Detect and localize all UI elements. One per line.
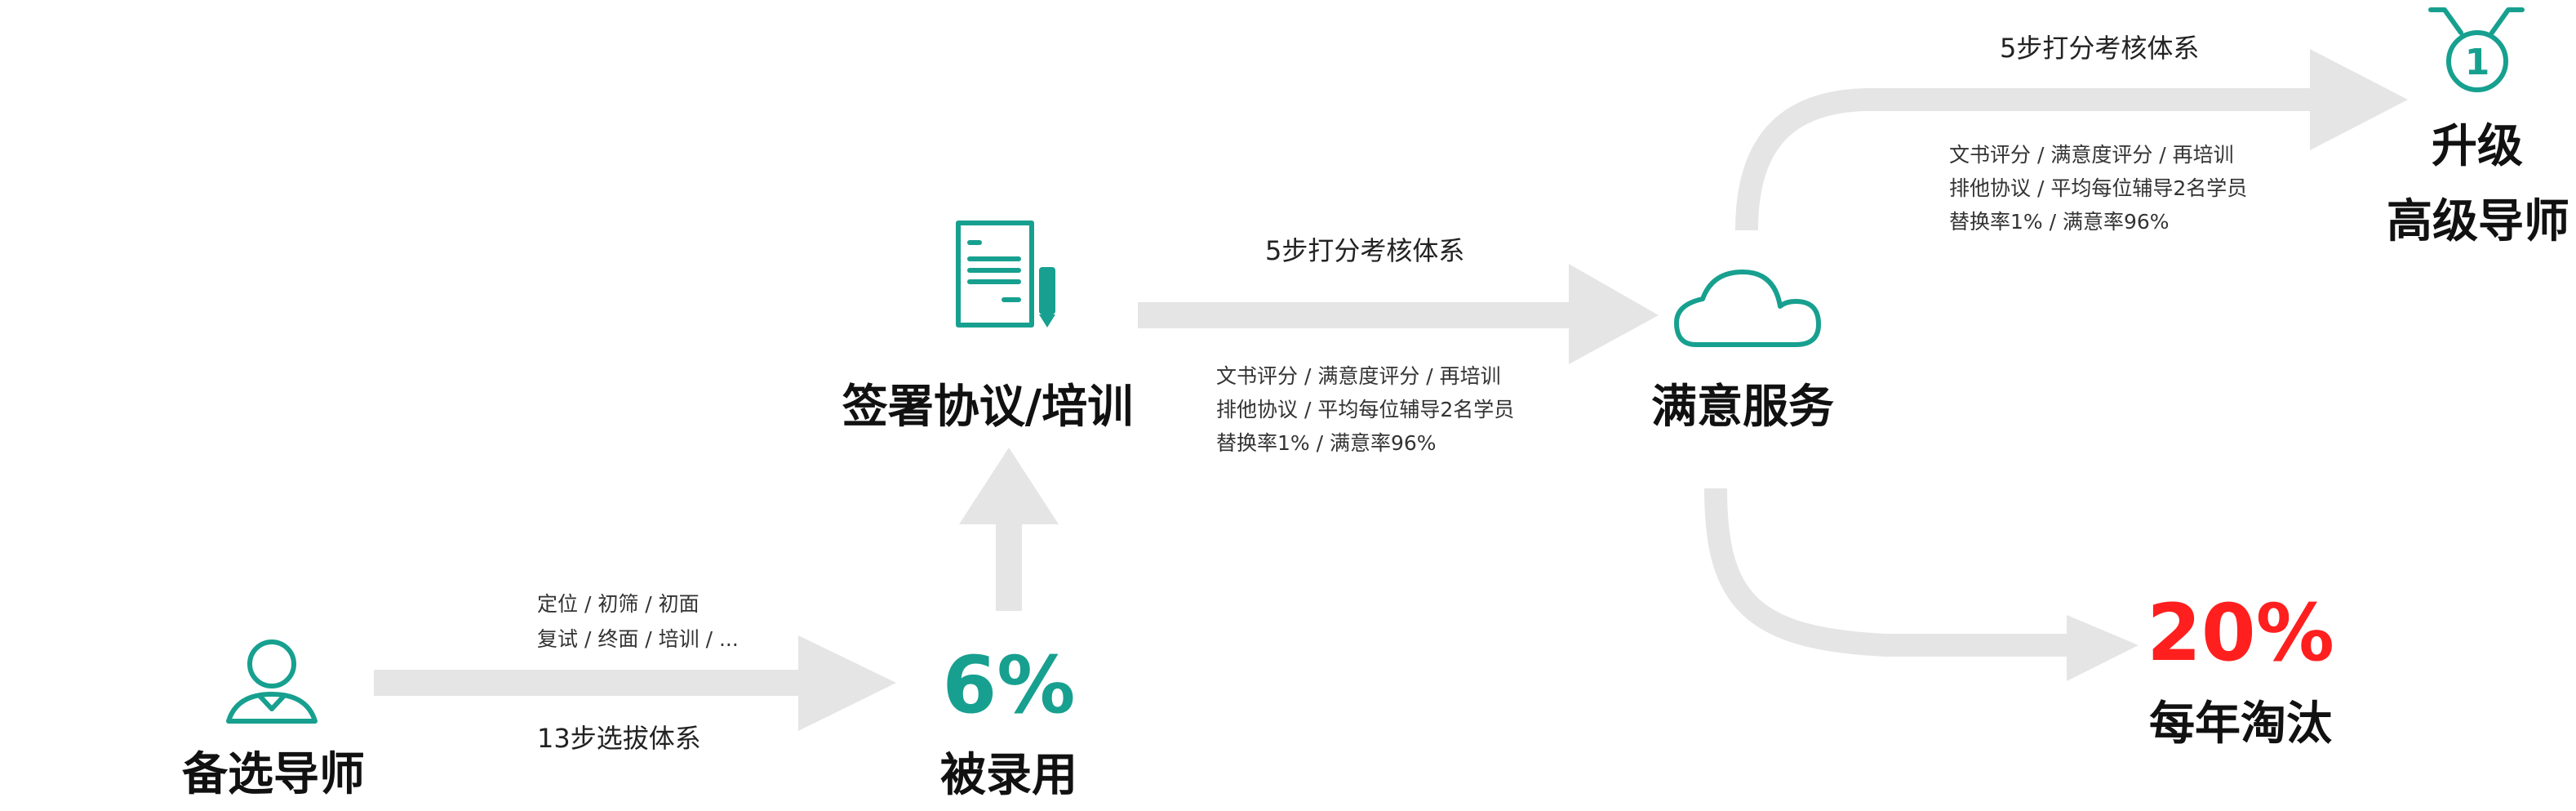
medal-icon: 1: [2428, 7, 2525, 92]
upgrade-detail-line2: 排他协议 / 平均每位辅导2名学员: [1949, 176, 2247, 200]
selection-detail-line1: 定位 / 初筛 / 初面: [537, 592, 700, 616]
hired-percent: 6%: [943, 639, 1076, 731]
candidate-title: 备选导师: [182, 748, 365, 801]
service-detail-line3: 替换率1% / 满意率96%: [1216, 431, 1437, 455]
upgrade-detail-line3: 替换率1% / 满意率96%: [1949, 210, 2170, 234]
up-arrow: [959, 448, 1059, 611]
upgrade-title-line1: 升级: [2432, 120, 2523, 173]
service-step-label: 5步打分考核体系: [1265, 235, 1464, 266]
upgrade-arrow: [1735, 49, 2408, 231]
upgrade-detail-line1: 文书评分 / 满意度评分 / 再培训: [1949, 143, 2234, 167]
service-arrow: [1138, 264, 1659, 364]
hired-title: 被录用: [940, 749, 1077, 802]
upgrade-title-line2: 高级导师: [2387, 195, 2569, 248]
medal-number: 1: [2465, 42, 2490, 83]
upgrade-step-label: 5步打分考核体系: [2000, 33, 2199, 64]
training-title: 签署协议/培训: [842, 381, 1133, 434]
selection-arrow: [374, 635, 896, 731]
service-title: 满意服务: [1651, 381, 1834, 434]
service-detail-line2: 排他协议 / 平均每位辅导2名学员: [1216, 398, 1514, 421]
cloud-icon: [1674, 270, 1821, 347]
eliminate-title: 每年淘汰: [2149, 697, 2332, 751]
eliminate-percent: 20%: [2147, 587, 2334, 679]
selection-detail-line2: 复试 / 终面 / 培训 / ...: [537, 627, 739, 651]
selection-step-label: 13步选拔体系: [537, 723, 701, 754]
eliminate-arrow: [1704, 488, 2139, 681]
service-detail-line1: 文书评分 / 满意度评分 / 再培训: [1216, 364, 1501, 388]
person-icon: [226, 639, 318, 724]
document-icon: [956, 221, 1055, 328]
